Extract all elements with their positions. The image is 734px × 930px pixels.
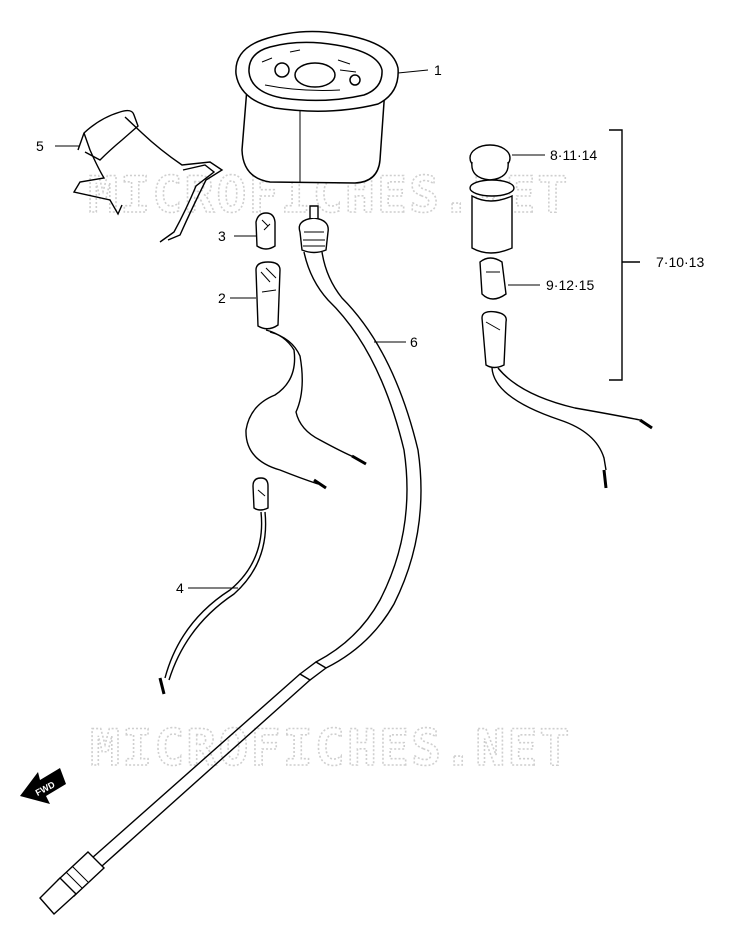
callout-4: 4 <box>176 580 184 596</box>
bracket-wire <box>72 109 224 243</box>
socket-with-wires <box>245 261 367 490</box>
callout-9-12-15: 9·12·15 <box>546 277 594 293</box>
callout-5: 5 <box>36 138 44 154</box>
fwd-arrow: FWD <box>20 768 66 804</box>
watermark-bottom: MICROFICHES.NET <box>90 719 572 777</box>
callout-6: 6 <box>410 334 418 350</box>
speedometer-cable <box>39 205 422 915</box>
callout-1: 1 <box>434 62 442 78</box>
bulb-small <box>255 212 276 250</box>
speedometer <box>235 30 399 184</box>
indicator-lamp-assembly <box>469 144 653 489</box>
leader-lines <box>55 69 545 589</box>
callout-2: 2 <box>218 290 226 306</box>
callout-3: 3 <box>218 228 226 244</box>
callout-8-11-14: 8·11·14 <box>550 147 597 163</box>
indicator-lead <box>158 477 269 695</box>
callout-7-10-13: 7·10·13 <box>656 254 704 270</box>
group-bracket <box>609 129 640 381</box>
